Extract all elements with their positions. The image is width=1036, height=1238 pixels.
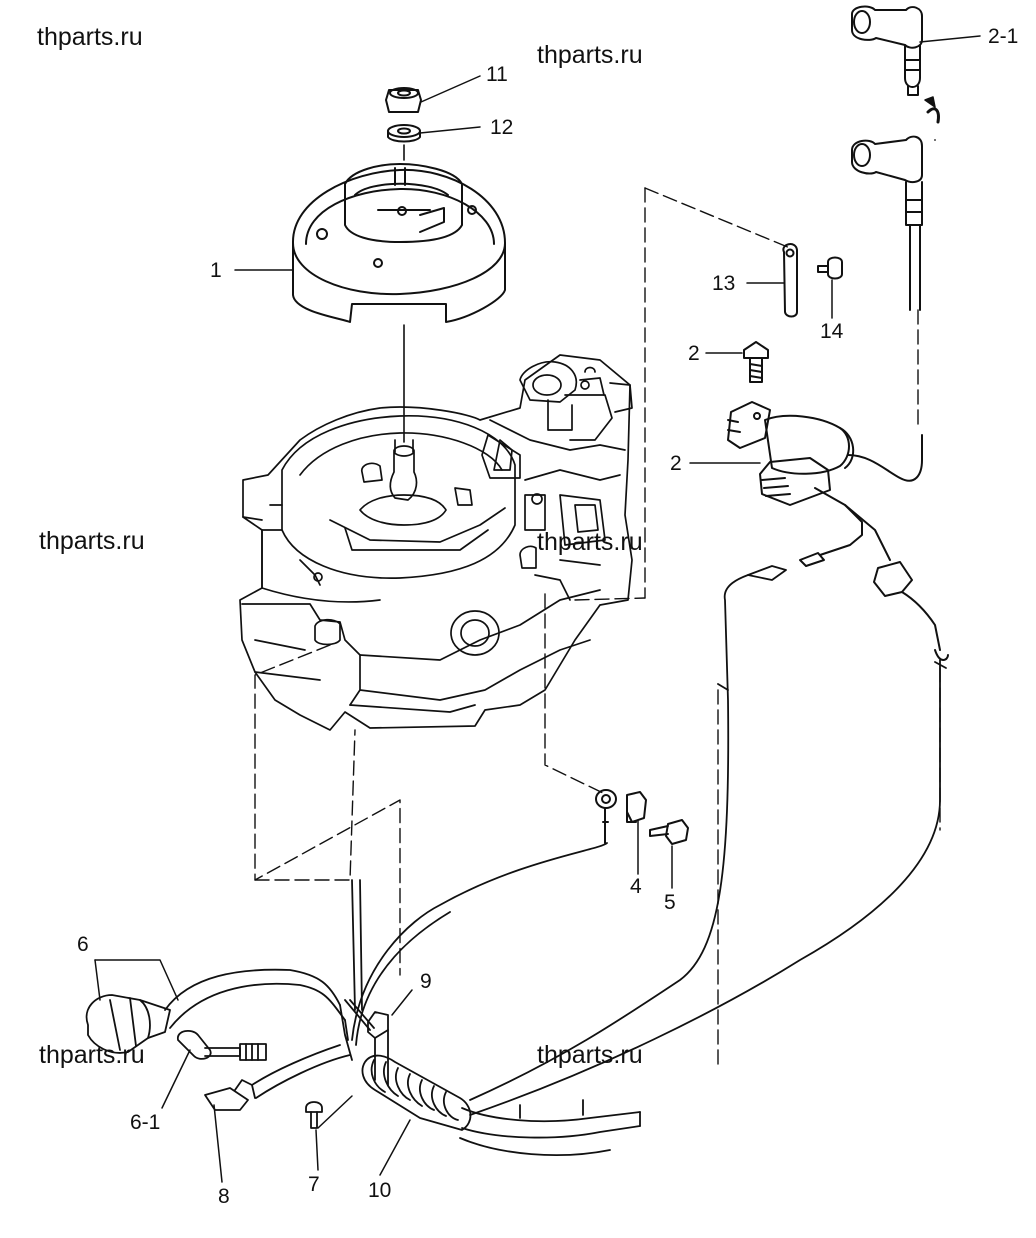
ground-lead-part xyxy=(782,243,798,318)
leader-lines xyxy=(94,35,981,1183)
washer-part xyxy=(387,124,421,143)
plug-cap-assembled xyxy=(851,135,923,311)
engine-block xyxy=(239,354,633,731)
callout-7: 7 xyxy=(308,1173,320,1196)
flywheel-part xyxy=(291,163,506,323)
callout-2-coil: 2 xyxy=(670,452,682,475)
callout-6-1: 6-1 xyxy=(130,1111,161,1134)
callout-9: 9 xyxy=(420,970,432,993)
coil-screw-part xyxy=(743,341,769,383)
callout-11: 11 xyxy=(486,63,508,86)
wiring-harness xyxy=(85,139,947,1156)
nut-part xyxy=(385,87,422,113)
reference-lines xyxy=(254,187,941,1071)
callout-10: 10 xyxy=(368,1179,392,1202)
terminal-screw-part xyxy=(649,819,689,845)
callout-4: 4 xyxy=(630,875,642,898)
callout-8: 8 xyxy=(218,1185,230,1208)
watermark-text: thparts.ru xyxy=(39,1041,145,1069)
watermark-text: thparts.ru xyxy=(537,41,643,69)
callout-1: 1 xyxy=(210,259,222,282)
callout-5: 5 xyxy=(664,891,676,914)
callout-6: 6 xyxy=(77,933,89,956)
ignition-coil-part xyxy=(727,401,949,661)
callout-2-1: 2-1 xyxy=(988,25,1019,48)
arrow-icon xyxy=(926,107,940,124)
plug-cap-part xyxy=(851,5,923,96)
callout-12: 12 xyxy=(490,116,514,139)
watermark-text: thparts.ru xyxy=(537,1041,643,1069)
callout-14: 14 xyxy=(820,320,844,343)
callout-2-screw: 2 xyxy=(688,342,700,365)
ground-screw-part xyxy=(817,256,843,280)
callout-13: 13 xyxy=(712,272,736,295)
watermark-text: thparts.ru xyxy=(37,23,143,51)
terminal-part xyxy=(595,789,647,844)
watermark-text: thparts.ru xyxy=(537,528,643,556)
watermark-text: thparts.ru xyxy=(39,527,145,555)
